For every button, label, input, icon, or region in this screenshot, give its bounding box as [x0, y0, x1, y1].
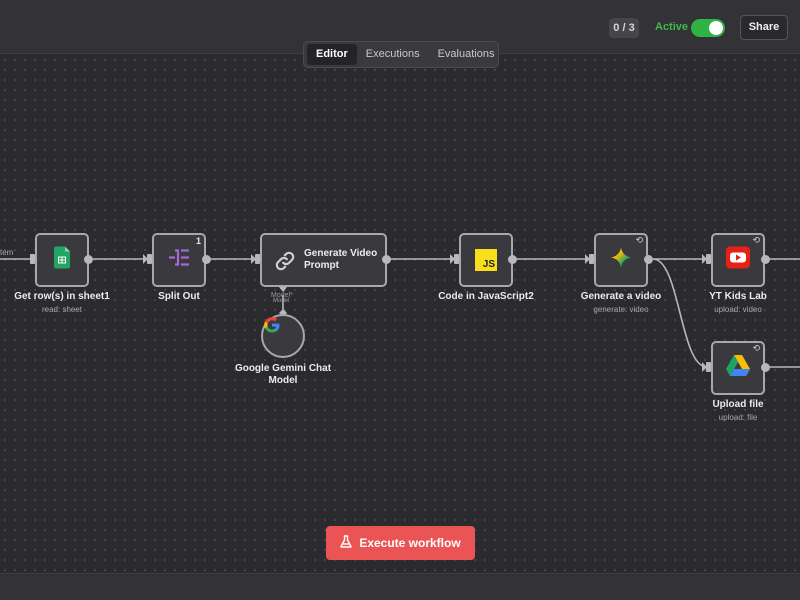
arrowhead: [251, 254, 256, 264]
bottom-bar: [0, 573, 800, 600]
workflow-counter: 0 / 3: [609, 18, 639, 38]
input-port[interactable]: [454, 254, 459, 264]
node-label-generate-prompt: Generate Video Prompt: [304, 248, 378, 271]
active-toggle[interactable]: [691, 19, 725, 37]
gemini-star-icon: [610, 247, 632, 274]
node-label-split-out: Split Out: [158, 291, 200, 302]
output-port[interactable]: [761, 255, 770, 264]
output-port[interactable]: [508, 255, 517, 264]
connection-edges: [0, 254, 800, 372]
node-label-generate-video: Generate a video: [580, 291, 662, 302]
node-sub-upload-file: upload: file: [718, 413, 758, 422]
output-port[interactable]: [761, 363, 770, 372]
node-code-javascript[interactable]: JS: [459, 233, 513, 287]
node-get-rows[interactable]: [35, 233, 89, 287]
javascript-icon: JS: [475, 249, 497, 271]
output-port[interactable]: [202, 255, 211, 264]
view-tabs: Editor Executions Evaluations: [303, 41, 499, 68]
link-chain-icon: [274, 250, 296, 277]
execute-workflow-label: Execute workflow: [359, 536, 461, 550]
tab-executions[interactable]: Executions: [365, 48, 420, 60]
output-port[interactable]: [644, 255, 653, 264]
pinned-count-badge: 1: [195, 236, 201, 246]
tab-evaluations[interactable]: Evaluations: [437, 48, 495, 60]
share-button[interactable]: Share: [740, 15, 788, 40]
google-drive-icon: [726, 355, 750, 381]
node-sub-get-rows: read: sheet: [41, 305, 83, 314]
output-port[interactable]: [84, 255, 93, 264]
google-sheets-icon: [54, 246, 70, 274]
tab-editor[interactable]: Editor: [307, 44, 357, 65]
refresh-icon: ⟲: [635, 235, 643, 245]
split-out-icon: [168, 248, 190, 273]
node-label-get-rows: Get row(s) in sheet1: [14, 291, 110, 302]
active-label: Active: [655, 21, 689, 33]
input-port[interactable]: [589, 254, 594, 264]
arrowhead: [143, 254, 148, 264]
arrowhead: [702, 254, 707, 264]
node-generate-video-prompt[interactable]: Generate Video Prompt: [260, 233, 387, 287]
refresh-icon: ⟲: [752, 343, 760, 353]
node-google-gemini-chat-model[interactable]: [261, 314, 305, 358]
model-connector-label: Model*: [271, 292, 293, 299]
input-port[interactable]: [706, 362, 711, 372]
toggle-knob: [709, 21, 723, 35]
input-port[interactable]: [30, 254, 35, 264]
node-label-code-js: Code in JavaScript2: [438, 291, 534, 302]
flask-icon: [340, 535, 353, 551]
node-yt-kids-lab[interactable]: ⟲: [711, 233, 765, 287]
input-port[interactable]: [706, 254, 711, 264]
left-cut-node-label: tem: [0, 248, 14, 257]
model-connector-sub: Model: [273, 298, 290, 304]
arrowhead: [702, 362, 707, 372]
arrowhead: [450, 254, 455, 264]
workflow-canvas[interactable]: tem Get row(s) in sheet1 read: sheet 1 S…: [0, 55, 800, 573]
refresh-icon: ⟲: [752, 235, 760, 245]
js-icon-text: JS: [482, 259, 495, 270]
output-port[interactable]: [382, 255, 391, 264]
google-icon: [263, 316, 303, 339]
node-sub-yt-kids: upload: video: [714, 305, 762, 314]
input-port[interactable]: [147, 254, 152, 264]
arrowhead: [585, 254, 590, 264]
node-upload-file[interactable]: ⟲: [711, 341, 765, 395]
node-label-upload-file: Upload file: [712, 399, 764, 410]
node-split-out[interactable]: 1: [152, 233, 206, 287]
node-sub-generate-video: generate: video: [593, 305, 649, 314]
node-label-yt-kids: YT Kids Lab: [709, 291, 767, 302]
model-connector-text: Model*: [271, 292, 293, 299]
node-generate-video[interactable]: ⟲: [594, 233, 648, 287]
node-label-gemini: Google Gemini Chat Model: [234, 363, 332, 386]
edge-video-upload: [652, 258, 708, 368]
youtube-icon: [726, 246, 750, 274]
execute-workflow-button[interactable]: Execute workflow: [326, 526, 475, 560]
input-port[interactable]: [255, 254, 260, 264]
